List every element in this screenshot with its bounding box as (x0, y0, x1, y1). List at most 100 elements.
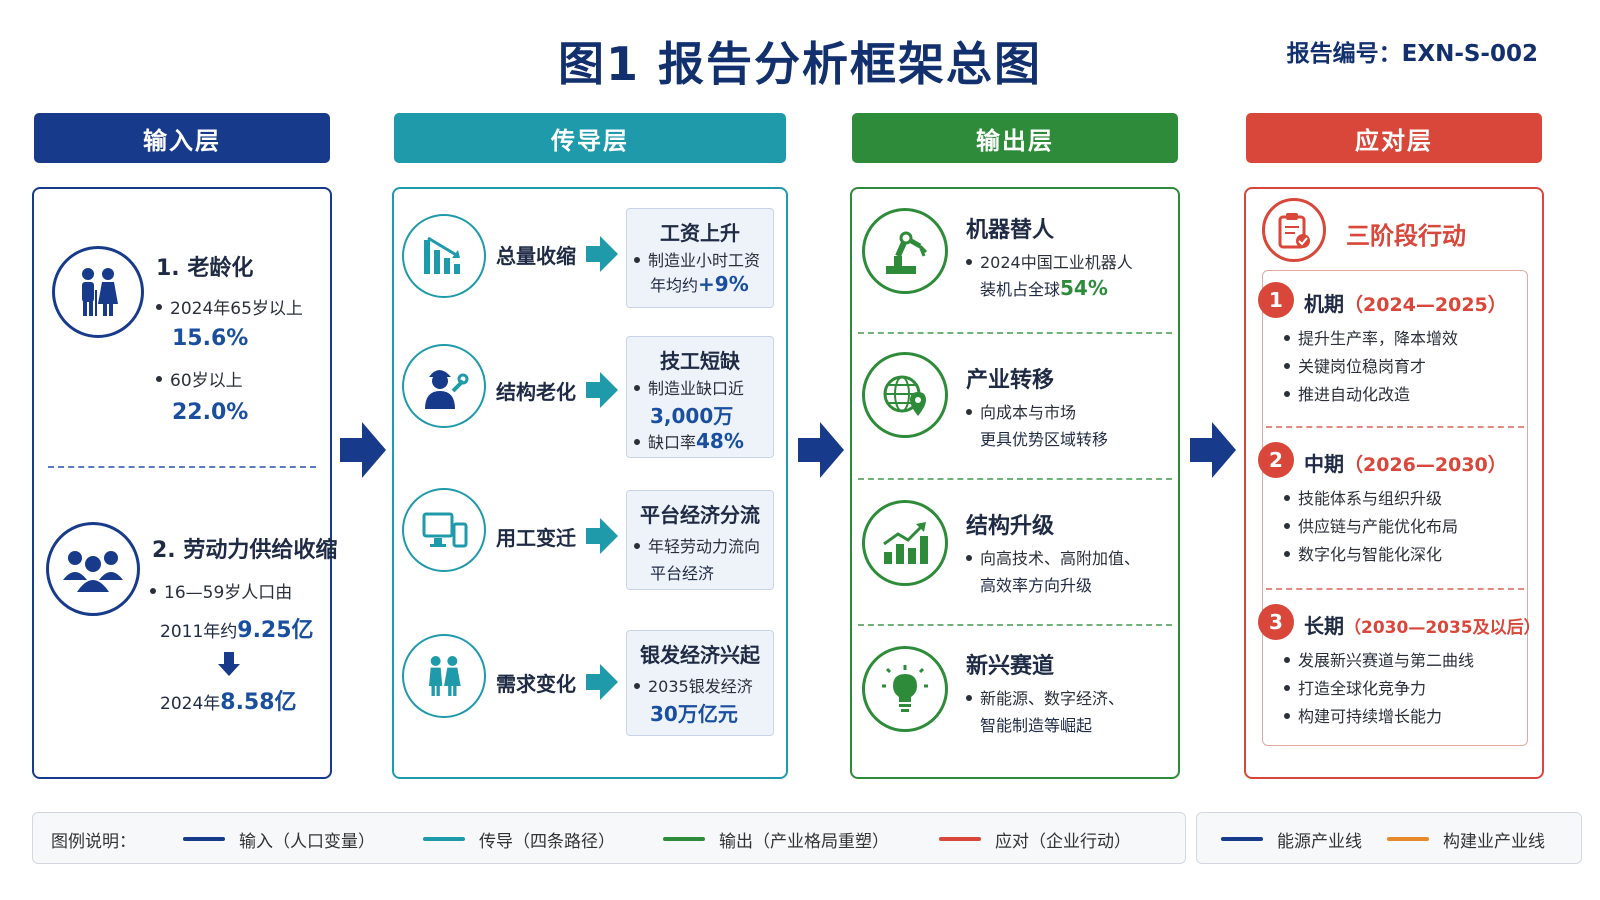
phase-item: 技能体系与组织升级 (1298, 489, 1443, 508)
output-value: 54% (1060, 276, 1108, 300)
output-line: 向高技术、高附加值、 (980, 549, 1141, 568)
declining-chart-icon (402, 214, 486, 298)
output-line: 向成本与市场 (980, 403, 1077, 422)
output-line-prefix: 装机占全球 (980, 280, 1061, 299)
robot-arm-icon (862, 208, 948, 294)
conduct-box-1: 工资上升 (626, 208, 774, 308)
page-title: 图1 报告分析框架总图 (557, 37, 1043, 91)
conduct-value: 48% (696, 429, 744, 453)
legend-item: 传导（四条路径） (479, 832, 615, 852)
header-output: 输出层 (852, 113, 1178, 163)
labor-to-prefix: 2024年 (160, 694, 221, 714)
right-arrow-icon (586, 236, 618, 272)
conduct-line: 2035银发经济 (648, 677, 753, 696)
legend-item: 输入（人口变量） (239, 832, 375, 852)
aging-value-2: 22.0% (172, 400, 249, 425)
conduct-line-prefix: 年均约 (650, 276, 699, 295)
labor-from-prefix: 2011年约 (160, 622, 238, 642)
aging-value-1: 15.6% (172, 326, 249, 351)
labor-title: 2. 劳动力供给收缩 (152, 538, 338, 563)
legend-item: 能源产业线 (1277, 832, 1362, 852)
header-respond: 应对层 (1246, 113, 1542, 163)
labor-from-value: 9.25亿 (237, 618, 314, 643)
phases-box (1262, 270, 1528, 746)
divider (858, 332, 1172, 334)
phase-period: （2030—2035及以后） (1344, 618, 1541, 638)
conduct-box-title: 平台经济分流 (640, 503, 760, 527)
phase-item: 关键岗位稳岗育才 (1298, 357, 1427, 376)
output-title-1: 机器替人 (966, 218, 1055, 243)
legend: 图例说明： 输入（人口变量） 传导（四条路径） 输出（产业格局重塑） 应对（企业… (32, 812, 1186, 864)
conduct-value: +9% (698, 272, 749, 296)
right-arrow-icon (586, 664, 618, 700)
phase-name: 机期 (1304, 292, 1344, 316)
flow-arrow-icon (340, 422, 386, 478)
conduct-box-4: 银发经济兴起 (626, 630, 774, 736)
phase-item: 供应链与产能优化布局 (1298, 517, 1459, 536)
phase-name: 中期 (1304, 452, 1344, 476)
globe-location-icon (862, 352, 948, 438)
clipboard-check-icon (1262, 198, 1326, 262)
output-line: 新能源、数字经济、 (980, 689, 1125, 708)
lightbulb-icon (862, 646, 948, 732)
aging-title: 1. 老龄化 (156, 256, 254, 281)
header-conduct: 传导层 (394, 113, 786, 163)
phase-item: 推进自动化改造 (1298, 385, 1411, 404)
output-line: 智能制造等崛起 (980, 716, 1093, 735)
legend-swatch (183, 837, 225, 841)
conduct-label-3: 用工变迁 (496, 526, 576, 550)
report-number: 报告编号：EXN-S-002 (1286, 41, 1538, 67)
header-input: 输入层 (34, 113, 330, 163)
output-line: 2024中国工业机器人 (980, 253, 1133, 272)
phase-item: 数字化与智能化深化 (1298, 545, 1443, 564)
phase-number-badge: 1 (1258, 282, 1294, 318)
growth-chart-icon (862, 500, 948, 586)
legend-swatch (939, 837, 981, 841)
conduct-line: 平台经济 (650, 564, 715, 583)
conduct-box-3: 平台经济分流 (626, 490, 774, 590)
right-arrow-icon (586, 518, 618, 554)
panel-respond (1244, 187, 1544, 779)
conduct-box-title: 技工短缺 (660, 349, 740, 373)
legend-secondary: 能源产业线 构建业产业线 (1196, 812, 1582, 864)
down-arrow-icon (218, 652, 240, 676)
aging-bullet-2: 60岁以上 (170, 371, 243, 391)
output-line: 高效率方向升级 (980, 576, 1093, 595)
flow-arrow-icon (798, 422, 844, 478)
phase-item: 提升生产率，降本增效 (1298, 329, 1459, 348)
conduct-line: 制造业小时工资 (648, 251, 761, 270)
phase-number-badge: 3 (1258, 604, 1294, 640)
conduct-line: 年轻劳动力流向 (648, 537, 761, 556)
legend-swatch (1221, 837, 1263, 841)
output-title-3: 结构升级 (966, 514, 1055, 539)
divider (1266, 588, 1524, 590)
conduct-value: 30万亿元 (650, 702, 738, 726)
right-arrow-icon (586, 372, 618, 408)
phase-item: 打造全球化竞争力 (1298, 679, 1427, 698)
labor-to-value: 8.58亿 (220, 690, 297, 715)
devices-icon (402, 488, 486, 572)
legend-item: 应对（企业行动） (995, 832, 1131, 852)
labor-bullet: 16—59岁人口由 (164, 583, 293, 603)
phase-item: 发展新兴赛道与第二曲线 (1298, 651, 1475, 670)
legend-swatch (663, 837, 705, 841)
output-title-4: 新兴赛道 (966, 654, 1055, 679)
legend-item: 构建业产业线 (1443, 832, 1545, 852)
people-group-icon (46, 522, 140, 616)
legend-swatch (1387, 837, 1429, 841)
worker-icon (402, 344, 486, 428)
phase-item: 构建可持续增长能力 (1298, 707, 1443, 726)
conduct-label-4: 需求变化 (496, 672, 576, 696)
conduct-box-2: 技工短缺 (626, 336, 774, 458)
divider (858, 478, 1172, 480)
divider (858, 624, 1172, 626)
elderly-couple-icon (52, 246, 144, 338)
conduct-line: 制造业缺口近 (648, 379, 745, 398)
conduct-line-prefix: 缺口率 (648, 433, 697, 452)
conduct-label-1: 总量收缩 (496, 244, 576, 268)
legend-swatch (423, 837, 465, 841)
divider (48, 466, 316, 468)
conduct-label-2: 结构老化 (496, 380, 576, 404)
phase-period: （2024—2025） (1344, 294, 1507, 316)
output-line: 更具优势区域转移 (980, 430, 1109, 449)
